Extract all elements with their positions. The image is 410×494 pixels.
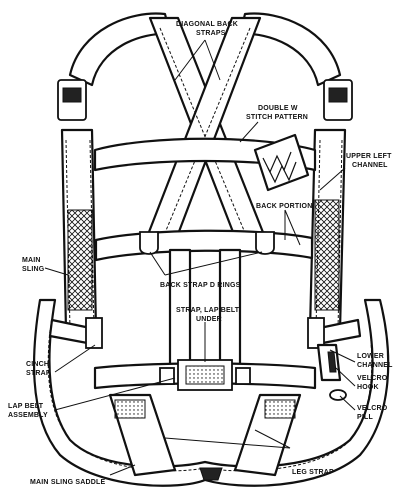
svg-text:STRAP, LAP BELT: STRAP, LAP BELT <box>176 307 240 314</box>
double-w-stitch <box>253 133 310 192</box>
cinch-strap-label: CINCH STRAP <box>26 361 51 377</box>
cinch-straps <box>48 317 362 349</box>
svg-text:CINCH: CINCH <box>26 361 49 368</box>
leg-straps <box>108 393 302 481</box>
svg-text:STITCH PATTERN: STITCH PATTERN <box>246 114 308 121</box>
diagonal-back-straps <box>140 16 272 252</box>
velcro-parts <box>316 343 347 401</box>
svg-text:CHANNEL: CHANNEL <box>357 362 393 369</box>
svg-text:STRAPS: STRAPS <box>196 30 226 37</box>
back-strap-d-rings-label: BACK STRAP D RINGS <box>160 282 241 289</box>
lap-belt-assembly-label: LAP BELT ASSEMBLY <box>8 403 48 419</box>
svg-text:LAP BELT: LAP BELT <box>8 403 44 410</box>
upper-hardware <box>57 79 353 121</box>
strap-lap-belt-under-label: STRAP, LAP BELT UNDER <box>176 307 240 323</box>
svg-text:CHANNEL: CHANNEL <box>352 162 388 169</box>
upper-left-channel-label: UPPER LEFT CHANNEL <box>346 153 392 169</box>
double-w-stitch-label: DOUBLE W STITCH PATTERN <box>246 105 308 121</box>
leader-lines <box>44 39 356 476</box>
velcro-hook-label: VELCRO HOOK <box>357 375 388 391</box>
main-sling-left <box>60 128 98 332</box>
velcro-pill-label: VELCRO PILL <box>357 405 388 421</box>
diagonal-back-straps-label: DIAGONAL BACK STRAPS <box>176 21 238 37</box>
lower-channel-label: LOWER CHANNEL <box>357 353 393 369</box>
svg-text:HOOK: HOOK <box>357 384 379 391</box>
svg-text:VELCRO: VELCRO <box>357 405 388 412</box>
back-portion-label: BACK PORTION <box>256 203 312 210</box>
svg-text:UNDER: UNDER <box>196 316 222 323</box>
svg-text:STRAP: STRAP <box>26 370 51 377</box>
svg-text:SLING: SLING <box>22 266 45 273</box>
svg-text:UPPER LEFT: UPPER LEFT <box>346 153 392 160</box>
svg-text:DOUBLE W: DOUBLE W <box>258 105 298 112</box>
svg-text:LOWER: LOWER <box>357 353 384 360</box>
svg-text:PILL: PILL <box>357 414 373 421</box>
svg-text:DIAGONAL BACK: DIAGONAL BACK <box>176 21 238 28</box>
leg-strap-label: LEG STRAP <box>292 469 334 476</box>
main-sling-label: MAIN SLING <box>22 257 45 273</box>
lap-belt-assembly <box>93 359 317 391</box>
svg-text:ASSEMBLY: ASSEMBLY <box>8 412 48 419</box>
svg-text:MAIN: MAIN <box>22 257 41 264</box>
svg-text:VELCRO: VELCRO <box>357 375 388 382</box>
main-sling-saddle-label: MAIN SLING SADDLE <box>30 479 105 486</box>
main-sling-right <box>308 128 347 332</box>
